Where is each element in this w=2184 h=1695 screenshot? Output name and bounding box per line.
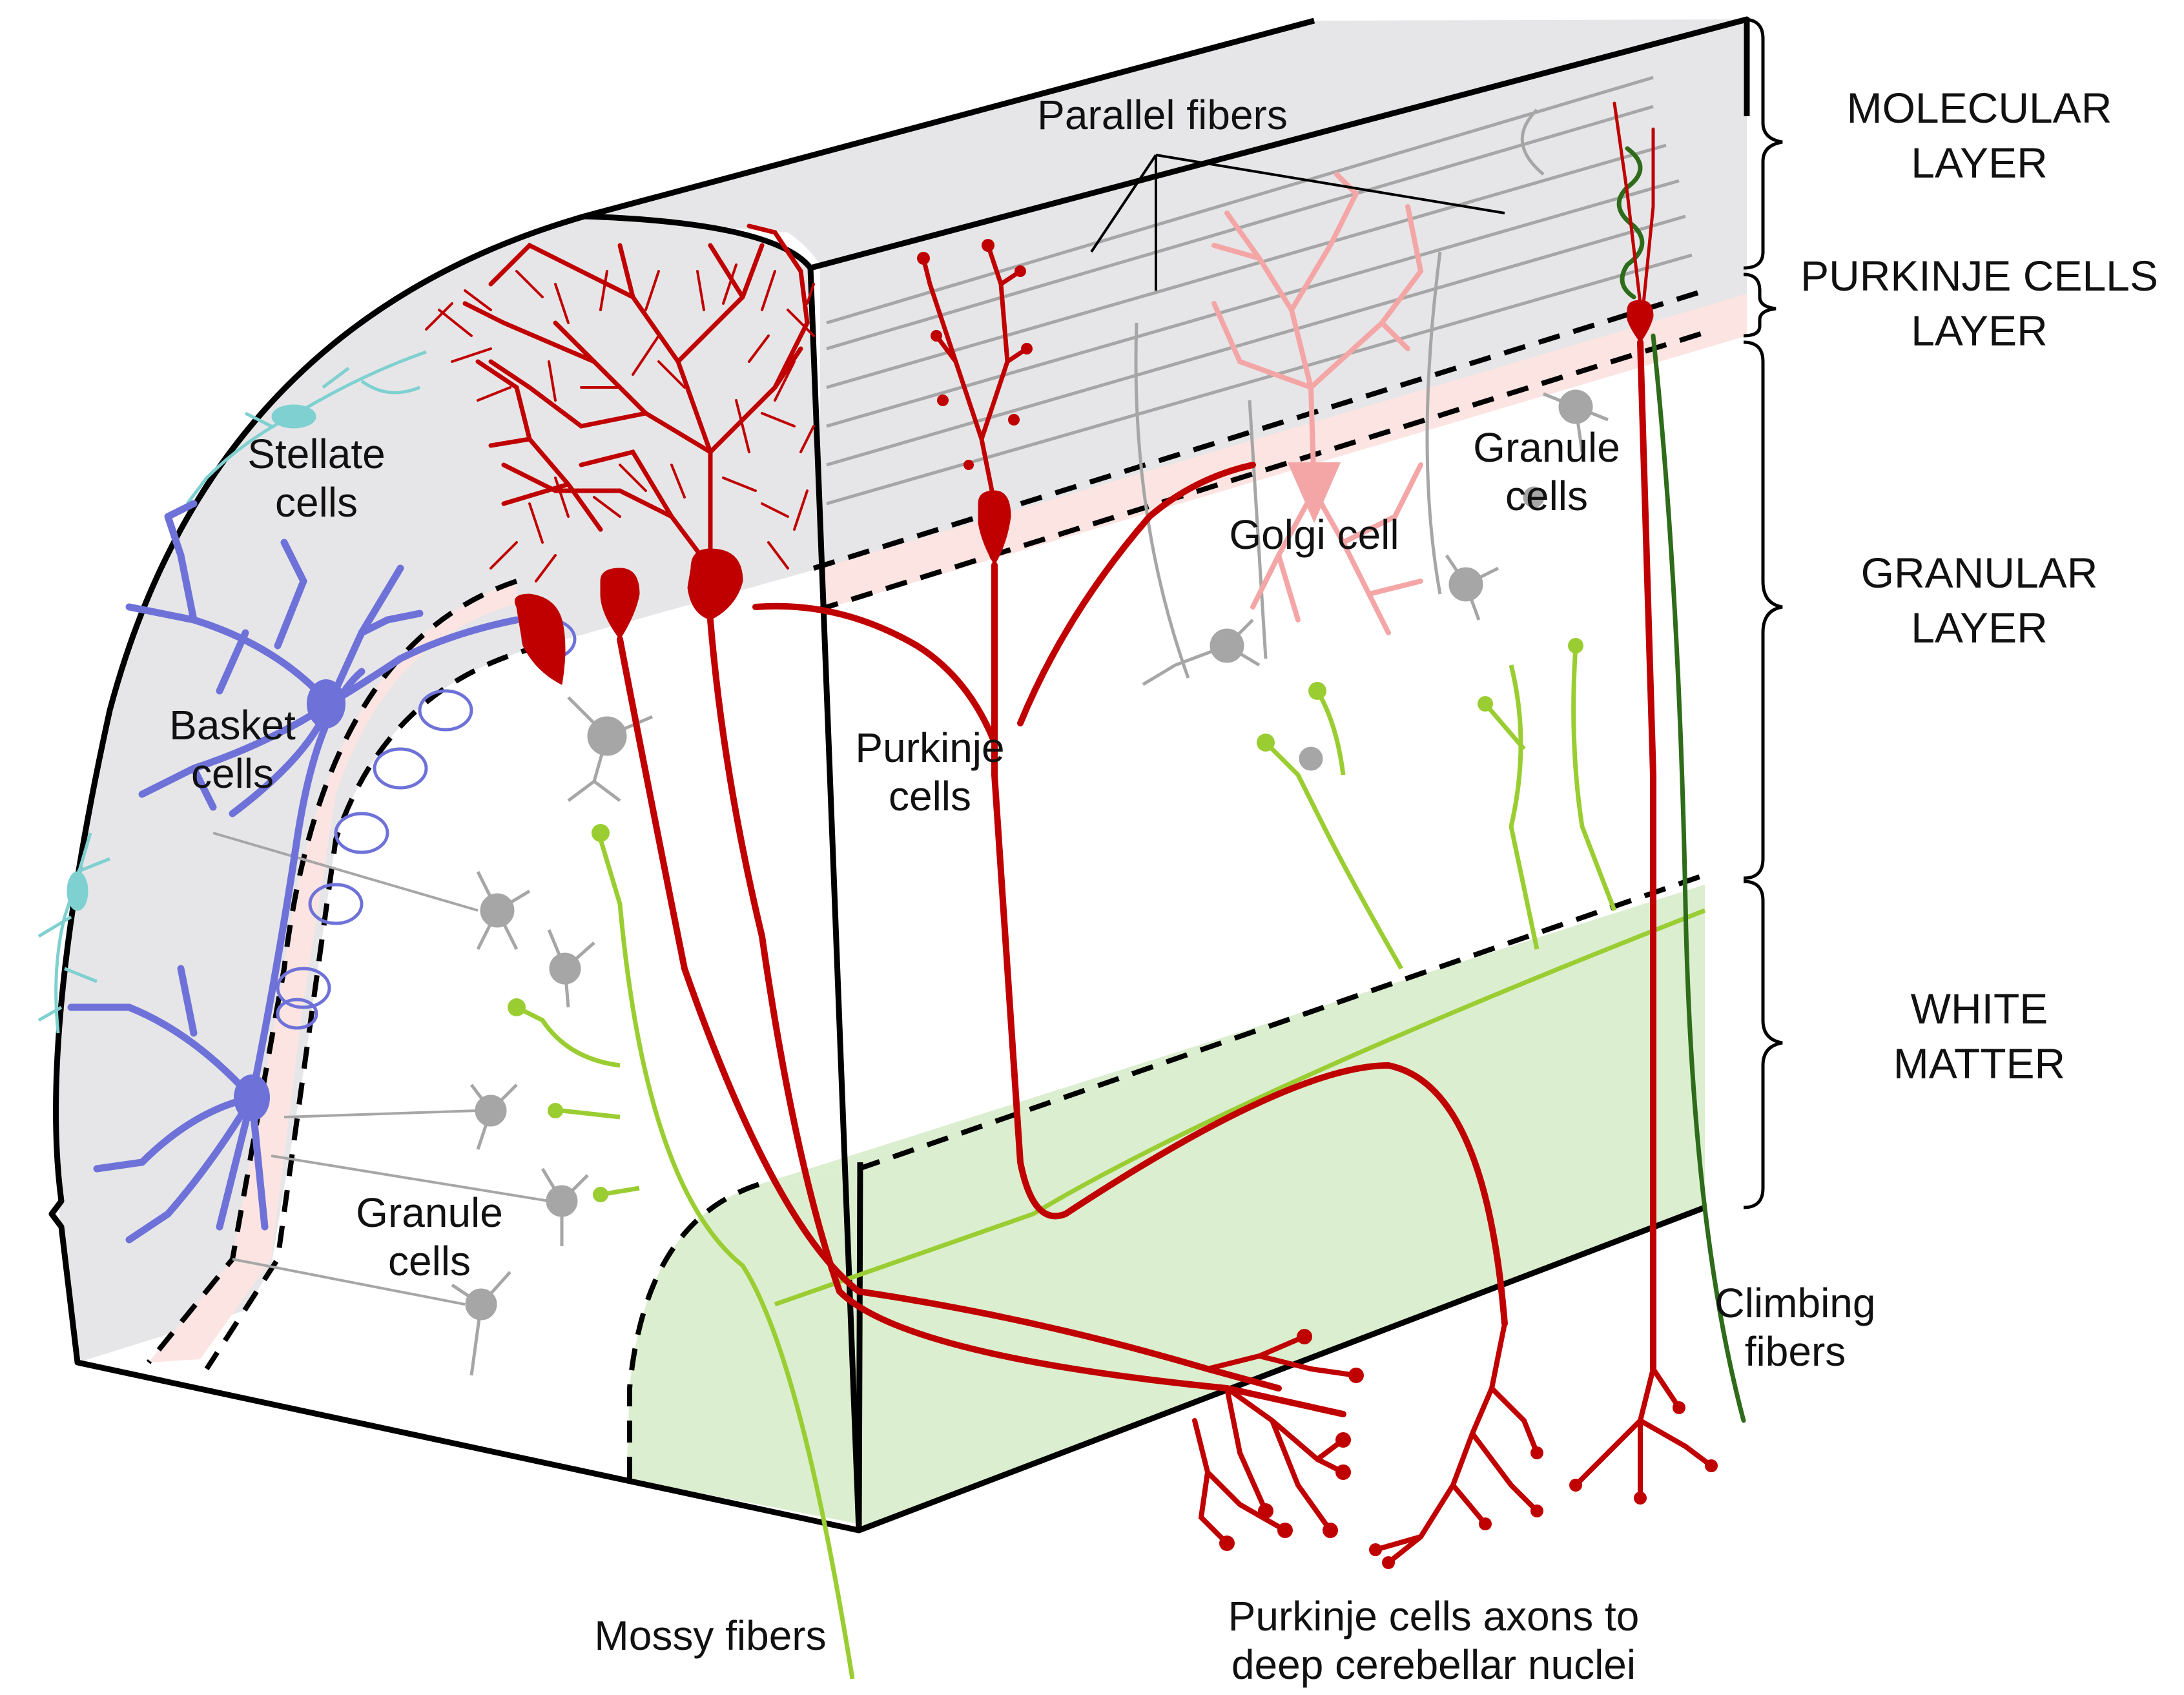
label-purkinje-axons-line2: deep cerebellar nuclei	[1231, 1641, 1636, 1688]
label-granular-line1: GRANULAR	[1861, 549, 2098, 597]
mossy-fiber	[1483, 702, 1526, 751]
purkinje-cell-body	[515, 593, 566, 685]
purkinje-axon	[1637, 339, 1657, 1372]
label-climbing-line2: fibers	[1745, 1328, 1846, 1375]
climbing-fiber	[1651, 333, 1746, 1423]
white-matter-front	[626, 1169, 859, 1524]
stellate-cell-body	[67, 871, 88, 911]
white-matter-side	[768, 885, 1705, 1527]
label-golgi-cell: Golgi cell	[1229, 511, 1399, 558]
purkinje-dendrite-right	[921, 243, 1029, 506]
purkinje-spines	[917, 239, 1033, 470]
label-granular-line2: LAYER	[1911, 604, 2048, 652]
layer-braces	[1743, 17, 1783, 1209]
label-mossy-fibers: Mossy fibers	[594, 1612, 826, 1659]
mossy-fiber	[1509, 664, 1540, 950]
purkinje-dendrite-thin	[1642, 127, 1655, 305]
layer-labels: MOLECULAR LAYER PURKINJE CELLS LAYER GRA…	[1800, 84, 2158, 1087]
granule-ascending-axon	[1520, 108, 1545, 176]
stellate-cells	[37, 350, 427, 1034]
purkinje-cell-body	[1627, 300, 1654, 343]
parallel-fiber	[826, 76, 1654, 325]
label-purkinje-line2: cells	[889, 773, 971, 819]
purkinje-dendrite-thin	[1612, 101, 1642, 305]
label-molecular-line1: MOLECULAR	[1847, 84, 2112, 132]
purkinje-axons	[617, 339, 1657, 1417]
parallel-fibers	[826, 76, 1693, 679]
label-purkinje-layer-line1: PURKINJE CELLS	[1800, 252, 2158, 300]
granule-cell-body	[1523, 486, 1545, 508]
granular-front	[207, 646, 859, 1505]
label-climbing-line1: Climbing	[1715, 1280, 1876, 1326]
molecular-layer-top	[584, 19, 1747, 568]
granule-dendrites	[451, 392, 1609, 1376]
label-parallel-fibers: Parallel fibers	[1037, 92, 1288, 138]
purkinje-axon	[617, 636, 1282, 1392]
parallel-fiber	[826, 214, 1686, 467]
label-purkinje-axons-line1: Purkinje cells axons to	[1228, 1593, 1640, 1639]
mossy-fiber	[1264, 741, 1404, 970]
mossy-fibers	[515, 645, 1706, 1680]
basket-cell-body	[234, 1074, 270, 1121]
purkinje-axon	[991, 562, 1508, 1327]
mossy-fiber	[561, 1108, 621, 1120]
mossy-fiber	[515, 1005, 621, 1068]
diagram-labels: Parallel fibers Stellate cells Basket ce…	[169, 92, 1875, 1688]
layer-boundaries	[146, 288, 1706, 1479]
label-granule-left-line1: Granule	[356, 1189, 503, 1236]
mossy-fiber	[1571, 645, 1617, 912]
purkinje-dendrite-twigs	[425, 263, 815, 582]
granule-cell-body	[1299, 746, 1323, 771]
purkinje-cell-body	[687, 548, 743, 621]
purkinje-axon	[752, 602, 998, 746]
label-stellate-line2: cells	[275, 479, 358, 526]
mossy-rosettes	[508, 638, 1583, 1202]
block-outline	[48, 16, 1750, 1534]
label-purkinje-layer-line2: LAYER	[1911, 307, 2048, 354]
golgi-cell-body	[1287, 462, 1341, 523]
climbing-fiber-wrap	[1616, 146, 1645, 300]
parallel-fiber	[826, 179, 1680, 428]
granule-cells	[212, 389, 1609, 1376]
label-granule-right-line1: Granule	[1473, 424, 1620, 471]
purkinje-axon	[1017, 462, 1256, 726]
mossy-fiber	[598, 838, 855, 1680]
granule-ascending-axon	[1425, 251, 1442, 595]
label-white-matter-line1: WHITE	[1911, 985, 2048, 1032]
label-molecular-line2: LAYER	[1911, 139, 2048, 187]
purkinje-cell-body	[600, 568, 640, 640]
climbing-fibers	[1612, 101, 1746, 1423]
parallel-fiber-pointers	[1090, 154, 1505, 291]
granule-ascending-axon	[1134, 322, 1190, 679]
label-granule-left-line2: cells	[388, 1238, 471, 1284]
purkinje-terminals	[1192, 1321, 1714, 1565]
label-basket-line2: cells	[191, 750, 274, 797]
purkinje-cell-body	[978, 490, 1011, 566]
label-granule-right-line2: cells	[1505, 473, 1588, 519]
label-white-matter-line2: MATTER	[1893, 1040, 2065, 1087]
granule-axons	[212, 832, 550, 1306]
granule-ascending-axon	[1248, 400, 1268, 659]
golgi-cell	[1211, 172, 1424, 635]
basket-cell-body	[307, 679, 345, 728]
label-purkinje-line1: Purkinje	[855, 724, 1004, 771]
purkinje-terminal-boutons	[1219, 1329, 1718, 1569]
purkinje-cells	[425, 223, 1718, 1569]
parallel-fiber	[826, 143, 1667, 389]
stellate-cell-body	[271, 404, 316, 429]
purkinje-band-side	[820, 294, 1747, 610]
purkinje-axon	[707, 617, 1346, 1417]
label-basket-line1: Basket	[169, 702, 296, 748]
label-stellate-line1: Stellate	[247, 431, 385, 477]
mossy-fiber	[774, 908, 1706, 1307]
basket-cells	[67, 500, 520, 1244]
